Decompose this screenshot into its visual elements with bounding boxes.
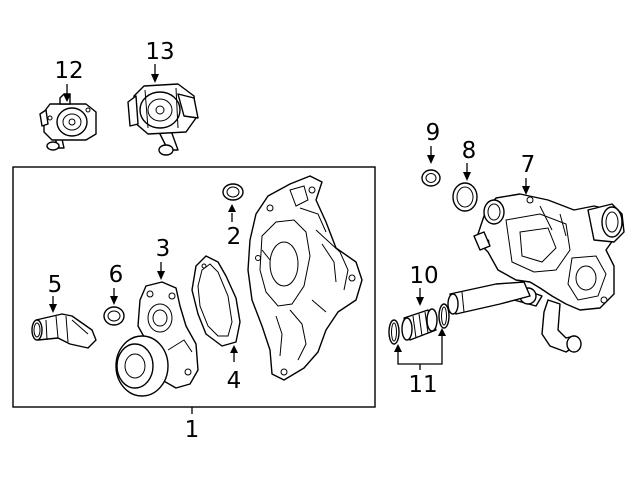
callout-13: 13 <box>145 39 174 65</box>
arrowhead-5 <box>49 304 57 313</box>
callout-10: 10 <box>409 263 438 289</box>
assembly-frame <box>12 166 376 408</box>
seal-rings-icon <box>388 303 450 345</box>
callout-7: 7 <box>521 152 536 178</box>
callout-12: 12 <box>54 58 83 84</box>
auxiliary-water-pump-small-icon <box>39 93 97 151</box>
outlet-pipe-icon <box>447 281 531 315</box>
arrowhead-6 <box>110 296 118 305</box>
o-ring-icon-8 <box>452 182 478 212</box>
arrowhead-11b <box>438 328 446 336</box>
arrowhead-9 <box>427 155 435 164</box>
callout-6: 6 <box>109 262 124 288</box>
o-ring-icon-2 <box>222 183 244 201</box>
o-ring-icon-9 <box>421 169 441 187</box>
callout-4: 4 <box>227 368 242 394</box>
callout-3: 3 <box>156 236 171 262</box>
pump-gasket-icon <box>191 255 241 347</box>
arrowhead-12 <box>63 94 71 102</box>
callout-9: 9 <box>426 120 441 146</box>
arrowhead-11a <box>394 344 402 352</box>
thermostat-housing-icon <box>473 193 625 353</box>
callout-8: 8 <box>462 138 477 164</box>
arrowhead-4 <box>230 345 238 353</box>
arrowhead-7 <box>522 186 530 195</box>
callout-2: 2 <box>227 224 242 250</box>
callout-11: 11 <box>408 372 437 398</box>
pump-housing-icon <box>247 175 363 381</box>
arrowhead-3 <box>157 271 165 280</box>
arrowhead-2 <box>228 204 236 212</box>
o-ring-icon-6 <box>103 306 125 326</box>
coolant-pipe-connector-icon <box>31 313 97 349</box>
water-pump-icon <box>115 281 199 397</box>
auxiliary-water-pump-large-icon <box>127 83 199 156</box>
callout-5: 5 <box>48 272 63 298</box>
arrowhead-13 <box>151 74 159 83</box>
arrowhead-10 <box>416 297 424 306</box>
callout-1: 1 <box>185 417 200 443</box>
arrowhead-8 <box>463 172 471 181</box>
connector-tube-icon <box>401 308 438 341</box>
